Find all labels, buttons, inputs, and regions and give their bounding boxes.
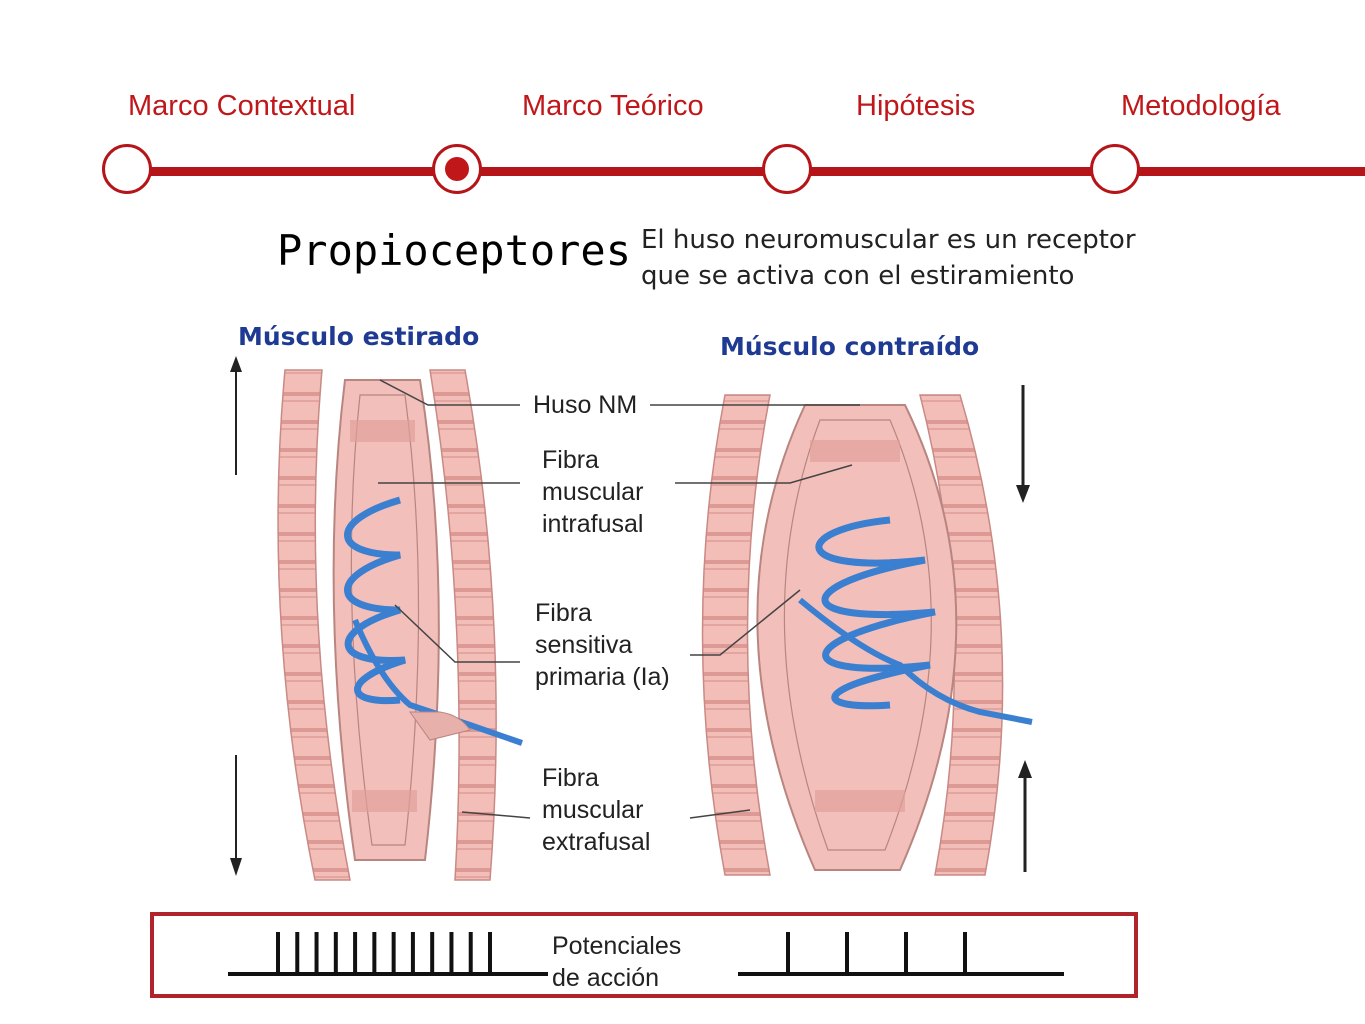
right-panel-title: Músculo contraído bbox=[720, 332, 980, 361]
subtitle-line-1: El huso neuromuscular es un receptor bbox=[641, 225, 1136, 255]
left-panel-title: Músculo estirado bbox=[238, 322, 480, 351]
spike-train-stretched bbox=[276, 932, 492, 974]
active-indicator bbox=[445, 157, 469, 181]
subtitle-line-2: que se activa con el estiramiento bbox=[641, 261, 1075, 291]
nav-node-hipotesis[interactable] bbox=[762, 144, 812, 194]
stretch-arrows bbox=[230, 356, 242, 876]
nav-node-marco-teorico[interactable] bbox=[432, 144, 482, 194]
label-sensitiva: Fibra sensitiva primaria (Ia) bbox=[535, 597, 670, 693]
label-extrafusal: Fibra muscular extrafusal bbox=[542, 762, 650, 858]
label-intrafusal-line-1: Fibra bbox=[542, 446, 599, 474]
label-extrafusal-line-2: muscular bbox=[542, 796, 644, 824]
contracted-muscle bbox=[701, 394, 1033, 876]
nav-node-metodologia[interactable] bbox=[1090, 144, 1140, 194]
label-extrafusal-line-3: extrafusal bbox=[542, 828, 651, 856]
nav-step-metodologia[interactable]: Metodología bbox=[1121, 90, 1281, 122]
label-sensitiva-line-2: sensitiva bbox=[535, 631, 633, 659]
action-potentials-label: Potenciales de acción bbox=[552, 930, 681, 994]
label-sensitiva-line-3: primaria (Ia) bbox=[535, 663, 670, 691]
progress-track bbox=[128, 167, 1365, 176]
contraction-arrows bbox=[1016, 385, 1032, 872]
label-extrafusal-line-1: Fibra bbox=[542, 764, 599, 792]
spike-train-contracted bbox=[786, 932, 967, 974]
label-intrafusal-line-2: muscular bbox=[542, 478, 644, 506]
nav-step-marco-teorico[interactable]: Marco Teórico bbox=[522, 90, 704, 122]
label-intrafusal: Fibra muscular intrafusal bbox=[542, 444, 643, 540]
stretched-muscle bbox=[277, 369, 523, 881]
label-sensitiva-line-1: Fibra bbox=[535, 599, 592, 627]
potentials-label-line-2: de acción bbox=[552, 964, 660, 992]
page-subtitle: El huso neuromuscular es un receptor que… bbox=[641, 222, 1136, 294]
potentials-label-line-1: Potenciales bbox=[552, 932, 682, 960]
label-huso-nm: Huso NM bbox=[533, 391, 638, 419]
label-intrafusal-line-3: intrafusal bbox=[542, 510, 644, 538]
leader-lines bbox=[378, 379, 860, 819]
nav-step-hipotesis[interactable]: Hipótesis bbox=[856, 90, 976, 122]
nav-step-marco-contextual[interactable]: Marco Contextual bbox=[128, 90, 356, 122]
nav-node-marco-contextual[interactable] bbox=[102, 144, 152, 194]
page-title: Propioceptores bbox=[277, 226, 632, 275]
